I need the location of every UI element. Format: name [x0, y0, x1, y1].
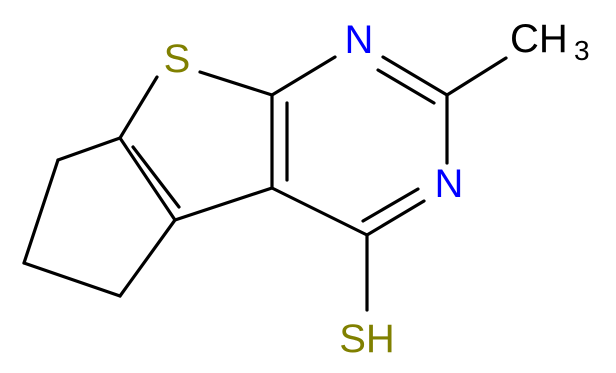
atom-nitrogen-right: N	[435, 162, 464, 206]
bond-c7a-n-top	[270, 55, 337, 97]
atom-methyl-group: CH 3	[510, 17, 590, 66]
bond-cp-c2-c3	[56, 136, 122, 162]
bond-cp-c5-c4	[118, 218, 177, 298]
atom-nitrogen-top: N	[345, 18, 374, 62]
atom-thiol: SH	[339, 317, 395, 361]
bond-cp-c1-c2	[22, 158, 60, 265]
bond-sulfur-c7a	[198, 70, 274, 97]
bond-cp-c1-c5	[22, 261, 122, 298]
bond-c4-c4a	[270, 186, 369, 237]
bond-n-top-c2-inner	[376, 68, 436, 105]
atom-methyl-label: CH	[510, 17, 568, 61]
bond-n-right-c4-inner	[361, 187, 420, 223]
atom-labels: S N N CH 3 SH	[164, 17, 590, 361]
bond-n-right-c4-outer	[365, 199, 426, 237]
bond-fused-double-inner	[131, 145, 181, 209]
bond-fused-double-outer	[118, 136, 177, 222]
bond-c4-c4a	[173, 186, 274, 222]
bond-n-top-c2-outer	[381, 55, 449, 97]
atom-ring-sulfur: S	[164, 37, 191, 81]
atom-methyl-subscript: 3	[574, 35, 590, 66]
bond-c2-methyl	[445, 56, 508, 97]
bond-c3-sulfur	[118, 75, 159, 140]
bonds	[22, 55, 508, 312]
